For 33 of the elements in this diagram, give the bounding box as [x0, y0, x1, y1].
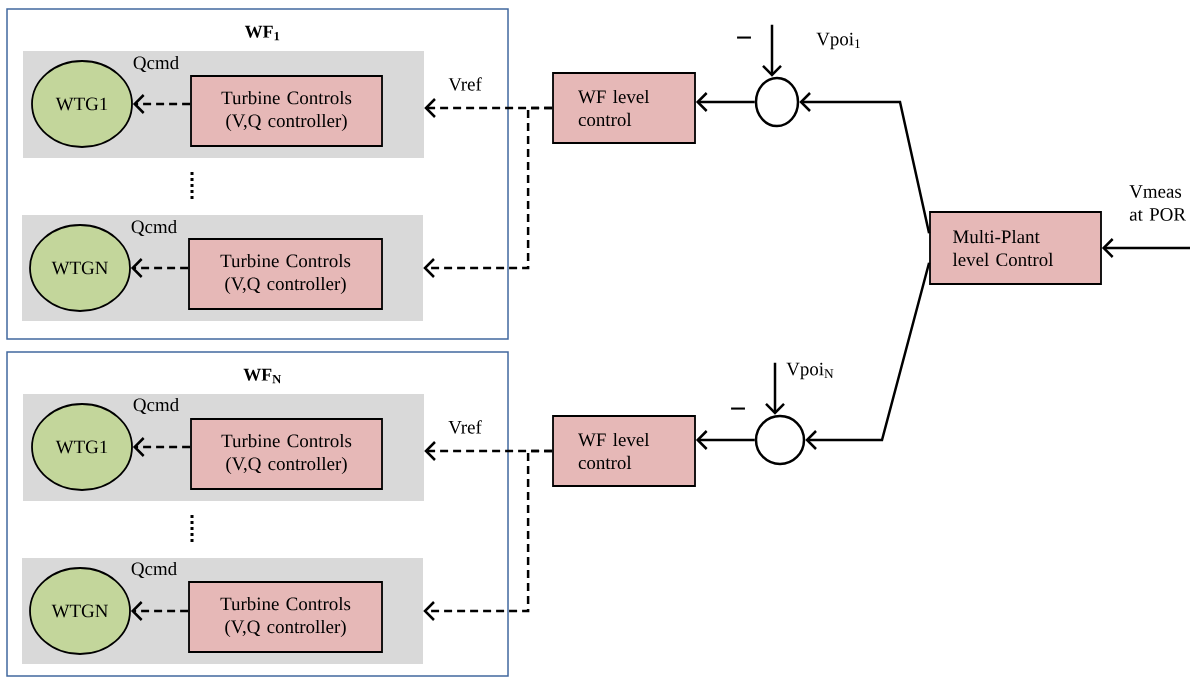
edge-label: Vmeas at POR [1129, 185, 1186, 221]
edge-label: Qcmd [131, 219, 177, 237]
controller-box: Turbine Controls (V,Q controller) [190, 418, 383, 490]
edge-label: Vref [448, 420, 482, 434]
control-box: Multi-Plant level Control [929, 211, 1102, 285]
arrow [132, 94, 191, 114]
arrow [130, 258, 189, 278]
arrow [695, 430, 755, 450]
minus-sign: − [731, 407, 745, 410]
arrow [695, 92, 755, 112]
summing-junction [754, 414, 806, 466]
arrow [799, 92, 931, 234]
arrow [423, 106, 553, 278]
edge-label: Qcmd [133, 397, 179, 415]
arrow [130, 601, 189, 621]
summing-junction [754, 76, 800, 128]
arrow [762, 24, 782, 77]
edge-label: Vpoi$_{N}$ [786, 362, 834, 380]
arrow [805, 262, 931, 450]
arrow [1101, 238, 1190, 258]
edge-label: Vref [448, 77, 482, 91]
control-box: WF level control [552, 415, 696, 487]
arrow [765, 362, 785, 415]
controller-box: Turbine Controls (V,Q controller) [188, 238, 383, 310]
minus-sign: − [737, 36, 751, 39]
controller-box: Turbine Controls (V,Q controller) [190, 75, 383, 147]
control-box: WF level control [552, 72, 696, 144]
edge-label: Vpoi$_{1}$ [816, 32, 860, 50]
edge-label: Qcmd [133, 55, 179, 73]
controller-box: Turbine Controls (V,Q controller) [188, 581, 383, 653]
arrow [132, 437, 191, 457]
edge-label: Qcmd [131, 561, 177, 579]
arrow [423, 449, 553, 621]
